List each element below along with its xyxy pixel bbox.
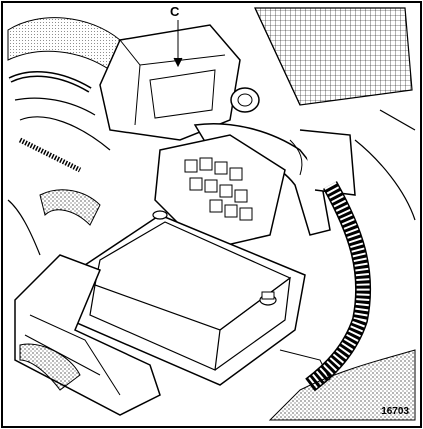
reservoir-cap bbox=[230, 87, 260, 113]
figure-reference-number: 16703 bbox=[381, 406, 409, 417]
upper-left-hoses bbox=[7, 17, 121, 151]
lower-right-panel bbox=[268, 349, 416, 421]
wiring-spring bbox=[18, 137, 82, 173]
left-hose bbox=[7, 189, 101, 256]
air-filter-housing bbox=[99, 24, 241, 141]
ventilation-grille bbox=[254, 7, 413, 106]
battery-tray bbox=[14, 254, 161, 416]
fuse-box bbox=[154, 134, 286, 251]
intake-duct bbox=[193, 122, 356, 236]
callout-arrowhead bbox=[173, 57, 183, 68]
right-body-lines bbox=[354, 109, 416, 221]
battery-terminal-positive bbox=[259, 291, 277, 306]
corrugated-cable-loom bbox=[305, 181, 372, 392]
battery bbox=[69, 210, 306, 386]
battery-terminal-negative bbox=[152, 210, 168, 220]
callout-label-c: C bbox=[170, 4, 180, 19]
